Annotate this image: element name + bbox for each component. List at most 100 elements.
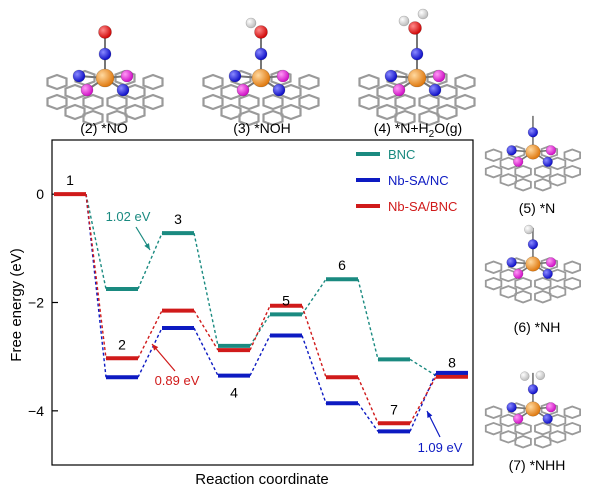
connector-Nb-SA/NC [249,335,271,376]
carbon-ring [418,109,440,127]
carbon-ring [499,173,518,187]
y-ticks: 0−2−4 [28,186,58,419]
step-label: 8 [448,355,456,371]
x-axis-label: Reaction coordinate [195,471,328,488]
step-label: 5 [282,292,290,308]
carbon-ring [534,435,552,449]
carbon-ring [548,285,567,299]
boron-atom [513,268,524,279]
annotation-arrowhead [427,411,433,418]
legend-label: Nb-SA/NC [388,173,449,188]
connector-Nb-SA/BNC [409,376,437,424]
carbon-ring [563,421,581,436]
carbon-ring [514,164,532,179]
nitrogen-atom [116,83,130,97]
carbon-ring [202,73,224,91]
connector-BNC [301,278,327,315]
carbon-ring [142,73,164,91]
connector-Nb-SA/BNC [137,310,163,359]
oxygen-atom [98,25,112,39]
boron-atom [80,83,94,97]
structure-label: (5) *N [519,200,556,216]
carbon-ring [534,178,552,192]
y-tick-label: −2 [28,295,44,311]
carbon-ring [534,164,552,179]
connector-Nb-SA/NC [193,327,219,376]
boron-atom [276,69,290,83]
connector-BNC [85,194,107,290]
carbon-ring [376,103,398,121]
connector-lines [85,194,437,432]
carbon-ring [106,93,128,111]
nitrogen-atom [527,239,539,250]
carbon-ring [394,93,416,111]
carbon-ring [563,276,581,291]
carbon-ring [82,109,104,127]
structure-NO [46,25,164,127]
y-tick-label: −4 [28,403,44,419]
carbon-ring [238,93,260,111]
structure-NOH [202,17,320,127]
carbon-ring [46,93,68,111]
hydrogen-atom [417,8,429,20]
structure-label: (6) *NH [514,319,561,335]
structure-NHH [484,370,581,449]
carbon-ring [358,73,380,91]
carbon-ring [64,103,86,121]
boron-atom [432,69,446,83]
carbon-ring [514,178,532,192]
nitrogen-atom [72,69,86,83]
energy-levels [54,192,468,434]
carbon-ring [499,285,518,299]
carbon-ring [124,103,146,121]
carbon-network [202,69,320,127]
structure-N+H2O [358,8,476,127]
nitrogen-atom [506,145,517,156]
annotation-label: 0.89 eV [155,373,200,388]
carbon-ring [484,276,503,291]
legend-label: BNC [388,147,415,162]
structure-model [46,25,164,127]
step-label: 7 [390,401,398,417]
nitrogen-atom [542,268,553,279]
carbon-ring [262,109,284,127]
carbon-ring [82,93,104,111]
carbon-ring [514,276,532,291]
nitrogen-atom [98,47,112,61]
step-label: 1 [66,172,74,188]
carbon-ring [454,73,476,91]
adsorption-structures: (2) *NO(3) *NOH(4) *N+H2O(g)(5) *N(6) *N… [46,8,581,473]
connector-BNC [137,232,163,290]
structure-label-subscript: 2 [429,129,435,140]
boron-atom [513,156,524,167]
connector-BNC [357,279,379,360]
carbon-ring [202,93,224,111]
structure-label: (4) *N+H2O(g) [374,120,462,140]
oxygen-atom [254,25,268,39]
connector-BNC [193,233,219,346]
metal-atom [525,401,541,417]
step-label: 6 [338,257,346,273]
carbon-ring [484,421,503,436]
carbon-ring [106,109,128,127]
structure-label-main: (4) *N+H [374,120,429,136]
hydrogen-atom [398,15,410,27]
structure-NH [484,224,581,304]
metal-atom [251,68,271,88]
carbon-ring [298,73,320,91]
carbon-ring [548,430,567,444]
boron-atom [120,69,134,83]
boron-atom [513,413,524,424]
connector-Nb-SA/BNC [249,305,271,351]
metal-atom [407,68,427,88]
carbon-ring [534,421,552,436]
annotation-arrowhead [144,243,150,250]
barrier-annotations: 1.02 eV0.89 eV1.09 eV [106,209,463,455]
connector-Nb-SA/NC [137,327,163,378]
metal-atom [95,68,115,88]
carbon-ring [454,93,476,111]
carbon-ring [358,93,380,111]
